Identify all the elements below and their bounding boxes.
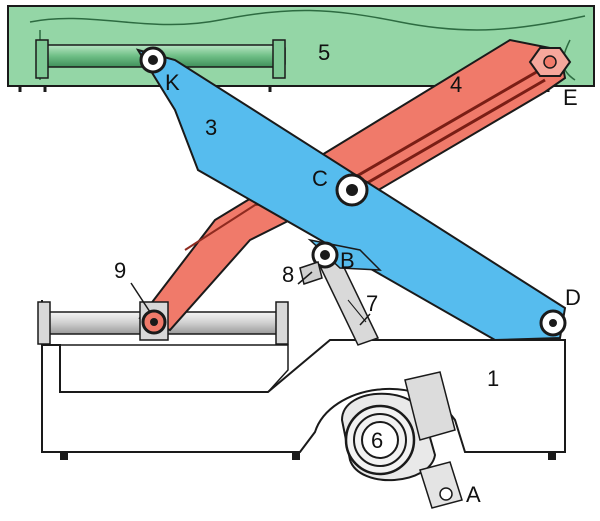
label-point-E: E xyxy=(563,85,578,110)
top-roller-cap-left xyxy=(35,39,49,79)
label-part-5: 5 xyxy=(318,40,330,65)
label-part-7: 7 xyxy=(366,291,378,316)
label-part-6: 6 xyxy=(371,428,383,453)
motor-gearbox xyxy=(404,371,456,441)
label-point-D: D xyxy=(565,285,581,310)
label-point-K: K xyxy=(165,70,180,95)
label-part-3: 3 xyxy=(205,115,217,140)
pin-K xyxy=(139,46,167,74)
label-point-B: B xyxy=(340,248,355,273)
base-frame-inner xyxy=(60,344,289,393)
top-platform-wavy-edge xyxy=(29,9,586,31)
top-roller-cap-right xyxy=(272,39,286,79)
label-part-1: 1 xyxy=(487,366,499,391)
label-part-4: 4 xyxy=(450,72,462,97)
label-part-8: 8 xyxy=(282,262,294,287)
pin-D xyxy=(539,309,567,337)
bottom-roller-cap-left xyxy=(37,301,51,345)
pin-9 xyxy=(139,301,169,341)
label-point-A: A xyxy=(466,482,481,507)
red-arm-rail xyxy=(349,68,546,192)
pin-C xyxy=(335,173,369,207)
pin-B xyxy=(311,241,339,269)
top-platform xyxy=(7,5,595,92)
label-part-9: 9 xyxy=(114,258,126,283)
label-point-C: C xyxy=(312,166,328,191)
motor xyxy=(340,371,463,509)
bottom-roller-cap-right xyxy=(275,301,289,345)
motor-shaft xyxy=(419,461,463,509)
